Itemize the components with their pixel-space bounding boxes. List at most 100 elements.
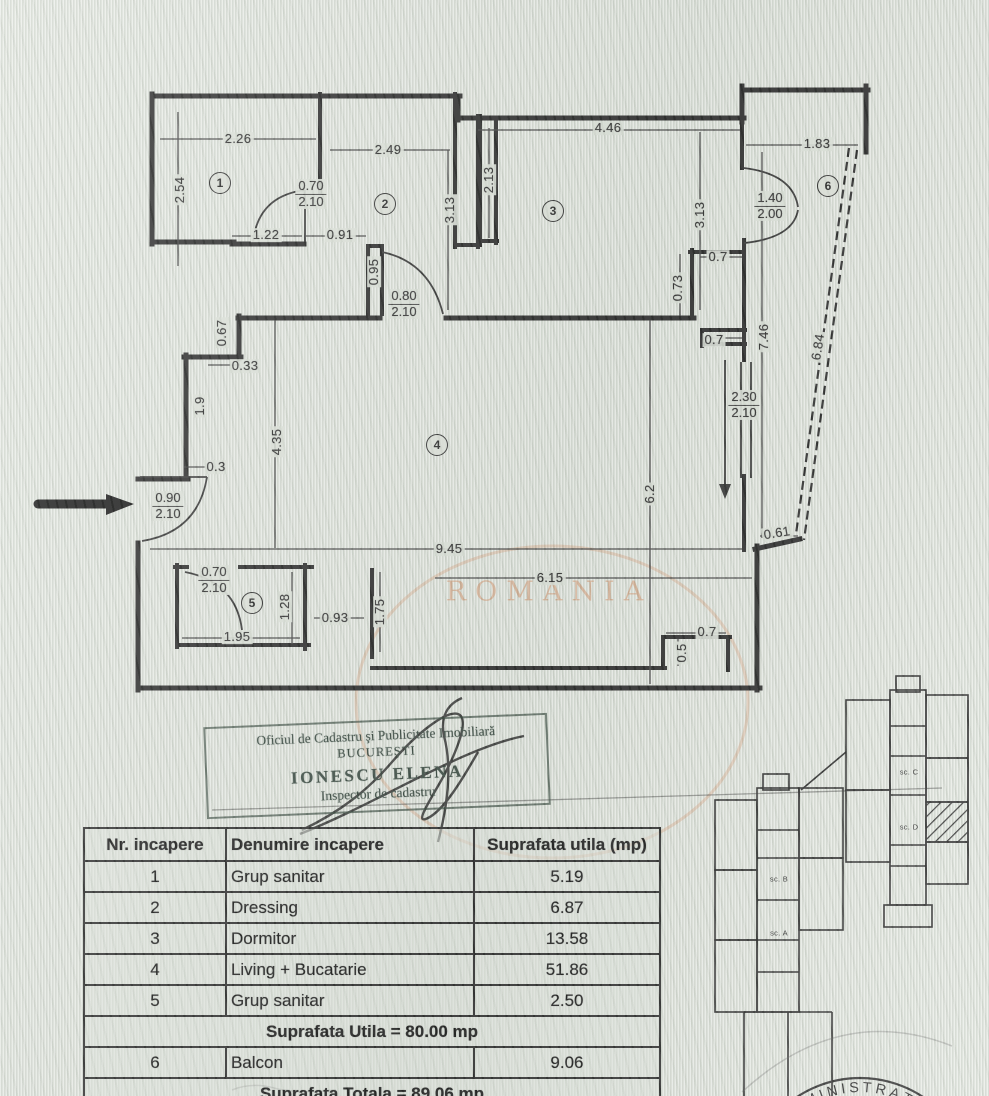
subtotal-text: Suprafata Utila = 80.00 mp [83, 1015, 661, 1048]
door-room5-height: 2.10 [201, 579, 227, 595]
door-label-room2: 0.80 2.10 [388, 288, 420, 320]
keyplan-sketch [714, 675, 969, 1096]
row3-name: Dormitor [224, 922, 475, 955]
door-balcony-height: 2.00 [757, 205, 783, 221]
row6-name: Balcon [224, 1046, 475, 1079]
entrance-arrow-icon [33, 494, 134, 515]
keyplan-label-sc-d: sc. D [899, 822, 919, 832]
door-label-balcony: 1.40 2.00 [754, 190, 786, 222]
row4-name: Living + Bucatarie [224, 953, 475, 986]
total-text: Suprafata Totala = 89.06 mp [83, 1077, 661, 1096]
door-room2-width: 0.80 [388, 288, 420, 305]
row3-nr: 3 [83, 922, 227, 955]
keyplan-label-sc-c: sc. C [899, 767, 919, 777]
dim-seg-095: 0.95 [366, 256, 382, 288]
row5-area: 2.50 [472, 984, 662, 1017]
row4-area: 51.86 [472, 953, 662, 986]
table-total-row: Suprafata Totala = 89.06 mp [83, 1077, 661, 1096]
dim-room5-right: 1.28 [277, 591, 293, 623]
dim-seg-175: 1.75 [372, 596, 388, 628]
door-room1-width: 0.70 [295, 178, 327, 195]
dim-room1-top: 2.26 [222, 131, 254, 147]
row2-name: Dressing [224, 891, 475, 924]
dim-niche-033: 0.33 [229, 358, 261, 374]
room-circle-5: 5 [241, 592, 263, 614]
table-row: 4 Living + Bucatarie 51.86 [83, 953, 662, 986]
row1-area: 5.19 [472, 860, 662, 893]
outer-walls [135, 83, 871, 693]
door-entrance-width: 0.90 [152, 490, 184, 507]
dim-room3-left-inner: 2.13 [481, 164, 497, 196]
dim-seg-093: 0.93 [319, 610, 351, 626]
room-circle-1: 1 [209, 172, 231, 194]
dim-niche-073: 0.73 [670, 272, 686, 304]
watermark-arc [354, 544, 750, 860]
row2-area: 6.87 [472, 891, 662, 924]
keyplan-unit-hatched [925, 801, 969, 843]
room-circle-2: 2 [374, 193, 396, 215]
door-room2-height: 2.10 [391, 303, 417, 319]
door-label-entrance: 0.90 2.10 [152, 490, 184, 522]
dim-living-height: 4.35 [269, 426, 285, 458]
row5-nr: 5 [83, 984, 227, 1017]
table-row: 2 Dressing 6.87 [83, 891, 662, 924]
row4-nr: 4 [83, 953, 227, 986]
dim-seg-091: 0.91 [324, 227, 356, 243]
dim-niche-07-b: 0.7 [702, 332, 726, 348]
table-row: 6 Balcon 9.06 [83, 1046, 662, 1079]
keyplan-label-sc-a: sc. A [770, 928, 788, 938]
dim-notch-05: 0.5 [674, 641, 690, 665]
dim-room5-bottom: 1.95 [221, 629, 253, 645]
dim-room1-left: 2.54 [172, 174, 188, 206]
row6-area: 9.06 [472, 1046, 662, 1079]
row2-nr: 2 [83, 891, 227, 924]
round-stamp: ADMINISTRAŢIEI [778, 1076, 939, 1096]
dim-niche-19: 1.9 [192, 394, 208, 418]
table-header-row: Nr. incapere Denumire incapere Suprafata… [83, 827, 662, 862]
table-row: 3 Dormitor 13.58 [83, 922, 662, 955]
row1-nr: 1 [83, 860, 227, 893]
dim-niche-067: 0.67 [214, 317, 230, 349]
dim-niche-07-a: 0.7 [706, 249, 730, 265]
door-room1-height: 2.10 [298, 193, 324, 209]
door-balcony-width: 1.40 [754, 190, 786, 207]
areas-table: Nr. incapere Denumire incapere Suprafata… [83, 827, 662, 1096]
dim-room3-right: 3.13 [692, 199, 708, 231]
window-arrow [719, 360, 731, 499]
balcony-parapet [794, 147, 859, 541]
dim-living-width2: 6.15 [534, 570, 566, 586]
header-suprafata: Suprafata utila (mp) [472, 827, 662, 862]
table-row: 1 Grup sanitar 5.19 [83, 860, 662, 893]
dim-room2-right: 3.13 [442, 194, 458, 226]
stamp-underline [211, 787, 943, 811]
room-circle-4: 4 [426, 434, 448, 456]
dim-living-right: 6.2 [642, 482, 658, 506]
door-entrance-height: 2.10 [155, 505, 181, 521]
dim-seg-122: 1.22 [250, 227, 282, 243]
dim-living-width: 9.45 [433, 541, 465, 557]
dim-room3-top: 4.46 [592, 120, 624, 136]
row5-name: Grup sanitar [224, 984, 475, 1017]
dim-room2-top: 2.49 [372, 142, 404, 158]
window-label-balcony: 2.30 2.10 [728, 389, 760, 421]
door-label-room5: 0.70 2.10 [198, 564, 230, 596]
header-nr: Nr. incapere [83, 827, 227, 862]
dim-balcony-top: 1.83 [801, 136, 833, 152]
dim-balcony-left: 7.46 [756, 321, 772, 353]
room-circle-6: 6 [817, 175, 839, 197]
door-label-room1: 0.70 2.10 [295, 178, 327, 210]
table-row: 5 Grup sanitar 2.50 [83, 984, 662, 1017]
window-balcony-height: 2.10 [731, 404, 757, 420]
room-circle-3: 3 [542, 200, 564, 222]
keyplan-label-sc-b: sc. B [769, 874, 789, 884]
cadastre-stamp: Oficiul de Cadastru şi Publicitate Imobi… [203, 712, 551, 820]
dim-notch-07-c: 0.7 [695, 624, 719, 640]
row3-area: 13.58 [472, 922, 662, 955]
inner-walls [173, 92, 747, 672]
door-room5-width: 0.70 [198, 564, 230, 581]
header-denumire: Denumire incapere [224, 827, 475, 862]
dim-niche-03: 0.3 [204, 459, 228, 475]
table-subtotal-row: Suprafata Utila = 80.00 mp [83, 1015, 661, 1048]
